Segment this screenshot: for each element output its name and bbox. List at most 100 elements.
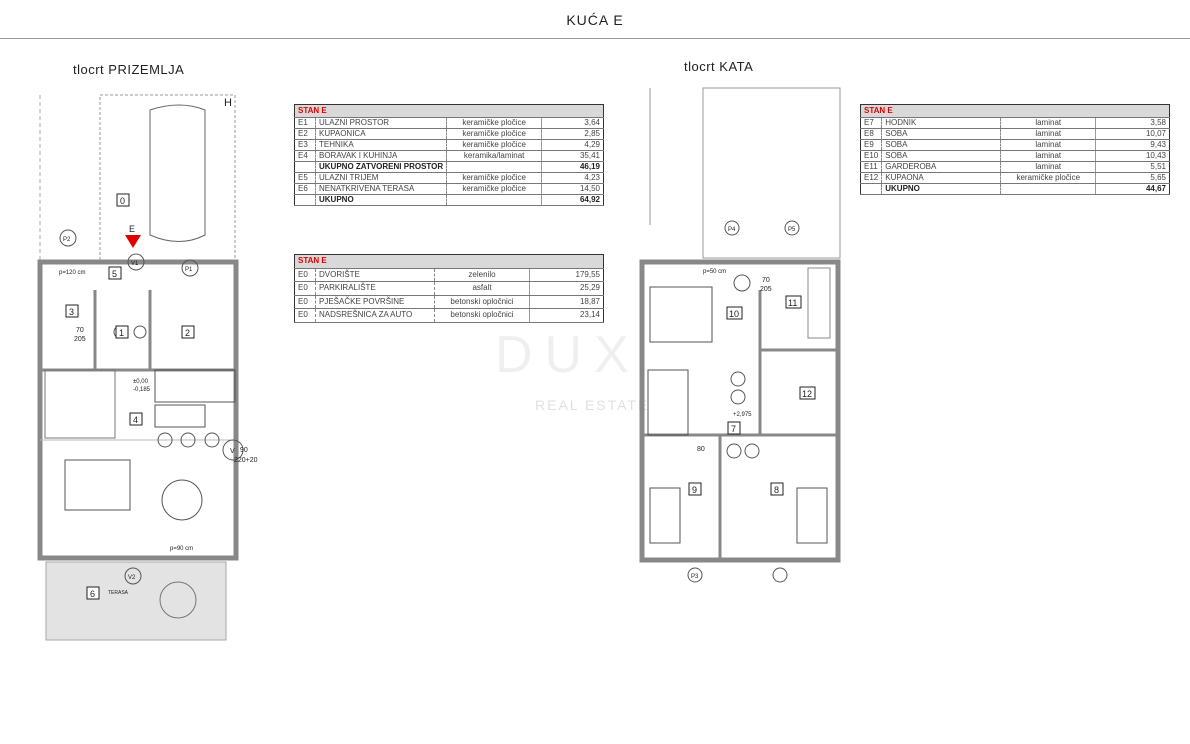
window-tag: P2	[63, 237, 71, 243]
room-name: NENATKRIVENA TERASA	[315, 183, 448, 195]
room-12-label: 12	[802, 389, 812, 399]
room-name: SOBA	[881, 139, 1002, 151]
window-tag: V1	[131, 261, 139, 267]
table-row: E10 SOBA laminat 10,43	[860, 150, 1170, 162]
floor-material: keramičke pločice	[446, 183, 543, 195]
room-area: 9,43	[1095, 139, 1170, 151]
upper-exterior-walls	[639, 259, 841, 563]
table-header: STAN E	[294, 104, 604, 118]
room-name: TEHNIKA	[315, 139, 448, 151]
floor-material	[1000, 183, 1097, 195]
entrance-label: E	[129, 224, 135, 234]
door-width: 70	[762, 277, 770, 284]
room-code	[294, 161, 316, 173]
door-height: 205	[74, 336, 86, 343]
room-code	[294, 194, 316, 206]
window-tag: V2	[128, 575, 136, 581]
floor-material: keramičke pločice	[1000, 172, 1097, 184]
floor-material: laminat	[1000, 150, 1097, 162]
window-tag: P1	[185, 267, 193, 273]
entrance-marker-icon	[125, 235, 141, 248]
room-name: SOBA	[881, 150, 1002, 162]
room-name: UKUPNO	[315, 194, 448, 206]
door-width: 90	[240, 447, 248, 454]
room-code: E7	[860, 117, 883, 129]
floor-material: zelenilo	[434, 268, 530, 282]
table-row: E6 NENATKRIVENA TERASA keramičke pločice…	[294, 183, 604, 195]
room-name: GARDEROBA	[881, 161, 1002, 173]
window-tag: P3	[691, 574, 699, 580]
room-code: E5	[294, 172, 316, 184]
upper-plan-title: tlocrt KATA	[684, 59, 754, 74]
room-name: UKUPNO ZATVORENI PROSTOR	[315, 161, 448, 173]
watermark-logo: DUX	[495, 326, 641, 384]
room-name: PJEŠAČKE POVRŠINE	[315, 295, 435, 309]
room-2-label: 2	[185, 328, 190, 338]
room-code: E0	[294, 268, 316, 282]
window-tag: P5	[788, 227, 796, 233]
table-row: E0 NADSREŠNICA ZA AUTO betonski opločnic…	[294, 308, 604, 323]
room-code: E8	[860, 128, 883, 140]
room-area: 46,19	[541, 161, 604, 173]
floor-material	[446, 161, 543, 173]
car-outline	[149, 104, 206, 242]
room-area: 14,50	[541, 183, 604, 195]
table-row: E0 DVORIŠTE zelenilo 179,55	[294, 268, 604, 282]
ground-floor-plan	[37, 94, 244, 641]
table-row: E1 ULAZNI PROSTOR keramičke pločice 3,64	[294, 117, 604, 129]
floor-material: betonski opločnici	[434, 295, 530, 309]
room-6-label: 6	[90, 589, 95, 599]
table-row: UKUPNO ZATVORENI PROSTOR 46,19	[294, 161, 604, 173]
room-4-label: 4	[133, 415, 138, 425]
double-bed	[649, 286, 713, 343]
room-code: E6	[294, 183, 316, 195]
window-dim: p=90 cm	[170, 546, 193, 552]
table-row: E0 PJEŠAČKE POVRŠINE betonski opločnici …	[294, 295, 604, 309]
room-area: 5,65	[1095, 172, 1170, 184]
room-area: 5,51	[1095, 161, 1170, 173]
room-name: PARKIRALIŠTE	[315, 281, 435, 296]
room-code: E11	[860, 161, 883, 173]
outdoor-area-table: STAN E E0 DVORIŠTE zelenilo 179,55 E0 PA…	[294, 254, 604, 323]
ground-exterior-walls	[37, 259, 239, 561]
room-area: 4,23	[541, 172, 604, 184]
room-code: E12	[860, 172, 883, 184]
room-name: KUPAONICA	[315, 128, 448, 140]
level-mark-2: -0,185	[133, 387, 151, 393]
room-9-label: 9	[692, 485, 697, 495]
table-row: E11 GARDEROBA laminat 5,51	[860, 161, 1170, 173]
table-row: E2 KUPAONICA keramičke pločice 2,85	[294, 128, 604, 140]
room-code: E3	[294, 139, 316, 151]
room-name: KUPAONA	[881, 172, 1002, 184]
ground-plan-title: tlocrt PRIZEMLJA	[73, 62, 185, 77]
floor-material: laminat	[1000, 161, 1097, 173]
table-row: E3 TEHNIKA keramičke pločice 4,29	[294, 139, 604, 151]
carport-area	[99, 94, 236, 261]
room-name: DVORIŠTE	[315, 268, 435, 282]
carport-roof	[702, 87, 841, 259]
room-area: 3,58	[1095, 117, 1170, 129]
room-area: 2,85	[541, 128, 604, 140]
room-area: 64,92	[541, 194, 604, 206]
hedge-mark: H	[224, 97, 232, 109]
room-7-label: 7	[731, 424, 736, 434]
room-code: E4	[294, 150, 316, 162]
room-area: 44,67	[1095, 183, 1170, 195]
table-row: E0 PARKIRALIŠTE asfalt 25,29	[294, 281, 604, 296]
level-mark: ±0,00	[133, 379, 149, 385]
room-11-label: 11	[788, 298, 797, 308]
room-name: HODNIK	[881, 117, 1002, 129]
room-3-label: 3	[69, 307, 74, 317]
upper-floor-plan	[639, 87, 841, 583]
floor-material: keramičke pločice	[446, 172, 543, 184]
room-code: E1	[294, 117, 316, 129]
room-code: E0	[294, 281, 316, 296]
room-0-label: 0	[120, 196, 125, 206]
table-header: STAN E	[860, 104, 1170, 118]
door-width: 70	[76, 327, 84, 334]
table-row: UKUPNO 64,92	[294, 194, 604, 206]
floor-material: keramičke pločice	[446, 117, 543, 129]
table-row: E12 KUPAONA keramičke pločice 5,65	[860, 172, 1170, 184]
table-row: E8 SOBA laminat 10,07	[860, 128, 1170, 140]
